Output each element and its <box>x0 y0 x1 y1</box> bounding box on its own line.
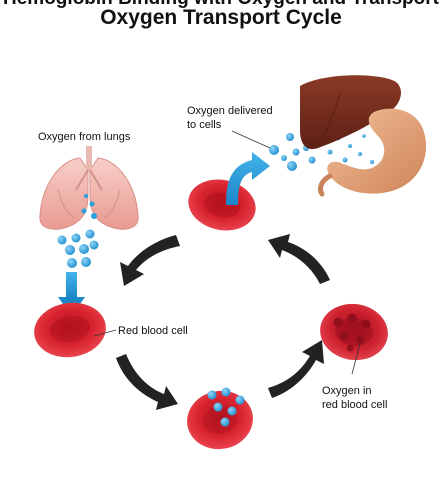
cycle-arrow-top-right <box>268 234 330 284</box>
label-oxygen-in-line2: red blood cell <box>322 399 387 411</box>
cycle-arrow-top-left <box>120 235 180 286</box>
label-oxygen-in-line1: Oxygen in <box>322 385 372 397</box>
red-blood-cell-bottom <box>187 387 253 450</box>
oxygen-molecules-lungs <box>57 194 99 268</box>
liver-illustration <box>300 75 401 150</box>
blue-arrow-curved <box>226 152 270 205</box>
cycle-arrows <box>116 234 330 410</box>
cycle-arrow-bottom-right <box>268 340 324 398</box>
label-red-blood-cell: Red blood cell <box>118 325 188 337</box>
stomach-illustration <box>317 108 427 197</box>
red-blood-cell-top <box>188 179 256 231</box>
cycle-arrow-bottom-left <box>116 354 178 410</box>
label-oxygen-delivered-line2: to cells <box>187 119 222 131</box>
red-blood-cell-left <box>34 302 117 358</box>
page-title: Oxygen Transport Cycle <box>100 6 342 29</box>
cropped-heading: Hemoglobin Binding with Oxygen and Trans… <box>0 0 442 10</box>
label-oxygen-from-lungs: Oxygen from lungs <box>38 131 131 143</box>
red-blood-cell-right <box>320 303 388 375</box>
label-oxygen-delivered-line1: Oxygen delivered <box>187 105 273 117</box>
lungs-illustration <box>39 146 139 230</box>
